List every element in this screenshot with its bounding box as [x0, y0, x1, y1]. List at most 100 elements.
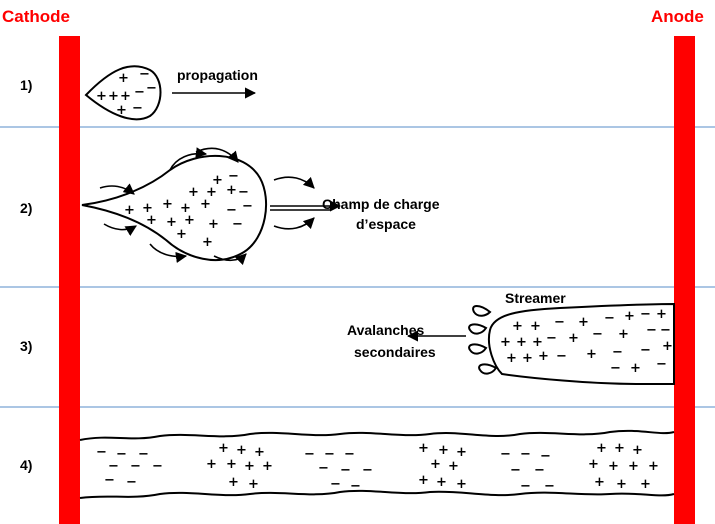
positive-charge: + [262, 459, 273, 474]
positive-charge: + [188, 185, 199, 200]
negative-charge: − [228, 169, 239, 184]
channel-charges: −−−−−−−−+++++++++−−−−−−−−++++++++−−−−−−−… [96, 441, 659, 494]
channel-bottom-edge [80, 491, 674, 498]
positive-charge: + [632, 443, 643, 458]
positive-charge: + [500, 335, 511, 350]
propagation-label: propagation [177, 67, 258, 83]
negative-charge: − [656, 357, 667, 372]
positive-charge: + [594, 475, 605, 490]
negative-charge: − [604, 311, 615, 326]
negative-charge: − [318, 461, 329, 476]
negative-charge: − [610, 361, 621, 376]
plasma-channel-4: −−−−−−−−+++++++++−−−−−−−−++++++++−−−−−−−… [80, 431, 674, 498]
positive-charge: + [206, 457, 217, 472]
positive-charge: + [640, 477, 651, 492]
positive-charge: + [532, 335, 543, 350]
negative-charge: − [540, 449, 551, 464]
positive-charge: + [506, 351, 517, 366]
positive-charge: + [614, 441, 625, 456]
positive-charge: + [96, 89, 107, 104]
positive-charge: + [516, 335, 527, 350]
negative-charge: − [612, 345, 623, 360]
negative-charge: − [640, 343, 651, 358]
positive-charge: + [108, 89, 119, 104]
negative-charge: − [324, 447, 335, 462]
negative-charge: − [242, 199, 253, 214]
positive-charge: + [588, 457, 599, 472]
positive-charge: + [436, 475, 447, 490]
negative-charge: − [592, 327, 603, 342]
negative-charge: − [556, 349, 567, 364]
positive-charge: + [202, 235, 213, 250]
positive-charge: + [648, 459, 659, 474]
positive-charge: + [116, 103, 127, 118]
negative-charge: − [510, 463, 521, 478]
positive-charge: + [430, 457, 441, 472]
negative-charge: − [152, 459, 163, 474]
positive-charge: + [146, 213, 157, 228]
negative-charge: − [500, 447, 511, 462]
secondary-avalanche [469, 344, 486, 353]
positive-charge: + [538, 349, 549, 364]
positive-charge: + [120, 89, 131, 104]
positive-charge: + [208, 217, 219, 232]
positive-charge: + [624, 309, 635, 324]
secondary-avalanche [473, 306, 490, 316]
positive-charge: + [228, 475, 239, 490]
channel-top-edge [80, 431, 674, 440]
space-charge-label: Champ de charge [322, 196, 440, 212]
negative-charge: − [304, 447, 315, 462]
negative-charge: − [362, 463, 373, 478]
space-charge-label-2: d’espace [356, 216, 416, 232]
avalanche-2: +−+++−+++++−−++++−++ Champ de charge d’e… [82, 148, 440, 260]
cathode-electrode [59, 36, 80, 524]
anode-electrode [674, 36, 695, 524]
positive-charge: + [530, 319, 541, 334]
step-number-2: 2) [20, 200, 32, 216]
negative-charge: − [146, 81, 157, 96]
negative-charge: − [104, 473, 115, 488]
avalanche-1: +−+++−−+− propagation [86, 66, 258, 119]
negative-charge: − [546, 331, 557, 346]
positive-charge: + [118, 71, 129, 86]
positive-charge: + [438, 443, 449, 458]
secondary-avalanche [479, 364, 496, 373]
negative-charge: − [646, 323, 657, 338]
secondary-avalanche-label-2: secondaires [354, 344, 436, 360]
negative-charge: − [134, 85, 145, 100]
positive-charge: + [248, 477, 259, 492]
negative-charge: − [660, 323, 671, 338]
field-line-arrow [274, 218, 314, 229]
negative-charge: − [330, 477, 341, 492]
positive-charge: + [124, 203, 135, 218]
positive-charge: + [226, 457, 237, 472]
positive-charge: + [616, 477, 627, 492]
positive-charge: + [254, 445, 265, 460]
streamer-3: ++−+−+−++++−+−+−−+++−+−−+−+− Streamer Av… [347, 290, 674, 384]
positive-charge: + [176, 227, 187, 242]
cathode-label: Cathode [2, 7, 70, 26]
positive-charge: + [596, 441, 607, 456]
positive-charge: + [608, 459, 619, 474]
positive-charge: + [244, 459, 255, 474]
negative-charge: − [554, 315, 565, 330]
negative-charge: − [232, 217, 243, 232]
negative-charge: − [344, 447, 355, 462]
positive-charge: + [618, 327, 629, 342]
positive-charge: + [456, 445, 467, 460]
negative-charge: − [139, 67, 150, 82]
negative-charge: − [340, 463, 351, 478]
negative-charge: − [96, 445, 107, 460]
secondary-avalanche [469, 324, 486, 333]
positive-charge: + [522, 351, 533, 366]
positive-charge: + [512, 319, 523, 334]
negative-charge: − [350, 479, 361, 494]
field-line-arrow [274, 177, 314, 188]
positive-charge: + [418, 473, 429, 488]
negative-charge: − [640, 307, 651, 322]
secondary-avalanche-label: Avalanches [347, 322, 425, 338]
step-number-3: 3) [20, 338, 32, 354]
streamer-label: Streamer [505, 290, 566, 306]
negative-charge: − [238, 185, 249, 200]
